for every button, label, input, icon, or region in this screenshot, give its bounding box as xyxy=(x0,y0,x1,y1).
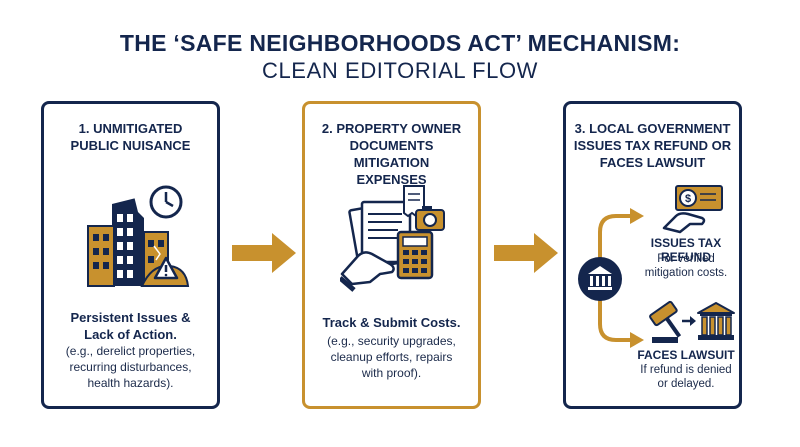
diagram-subtitle: CLEAN EDITORIAL FLOW xyxy=(261,58,539,83)
arrow-right-icon xyxy=(232,233,296,273)
diagram-title: THE ‘SAFE NEIGHBORHOODS ACT’ MECHANISM: xyxy=(119,30,681,56)
gavel-icon xyxy=(649,300,735,343)
documents-icon xyxy=(340,185,445,292)
hand-icon xyxy=(340,251,395,292)
step-1-description: (e.g., derelict properties, recurring di… xyxy=(65,344,196,390)
arrow-right-icon xyxy=(494,233,558,273)
courthouse-icon xyxy=(697,302,735,340)
step-1-title: 1. UNMITIGATED PUBLIC NUISANCE xyxy=(70,121,191,153)
outcome-lawsuit-lead: FACES LAWSUIT xyxy=(637,348,735,362)
step-2-title: 2. PROPERTY OWNER DOCUMENTS MITIGATION E… xyxy=(321,121,462,187)
outcome-lawsuit-description: If refund is denied or delayed. xyxy=(640,364,732,390)
government-building-icon xyxy=(578,257,622,301)
clock-icon xyxy=(149,185,183,219)
calculator-icon xyxy=(396,230,434,280)
step-3-card: 3. LOCAL GOVERNMENT ISSUES TAX REFUND OR… xyxy=(563,101,742,409)
step-2-description: (e.g., security upgrades, cleanup effort… xyxy=(327,334,456,380)
camera-icon xyxy=(415,206,445,231)
check-icon: $ xyxy=(662,185,723,234)
svg-text:$: $ xyxy=(685,193,691,205)
branch-connector xyxy=(578,208,644,348)
step-1-card: 1. UNMITIGATED PUBLIC NUISANCE xyxy=(41,101,220,409)
outcome-refund-description: For verified mitigation costs. xyxy=(644,253,728,279)
step-2-card: 2. PROPERTY OWNER DOCUMENTS MITIGATION E… xyxy=(302,101,481,409)
buildings-icon xyxy=(87,185,190,287)
step-3-title: 3. LOCAL GOVERNMENT ISSUES TAX REFUND OR… xyxy=(573,121,732,170)
outcome-refund-lead: ISSUES TAX REFUND xyxy=(650,236,722,264)
step-2-lead: Track & Submit Costs. xyxy=(322,315,461,330)
step-1-lead: Persistent Issues & Lack of Action. xyxy=(70,310,191,342)
warning-icon xyxy=(153,256,179,280)
